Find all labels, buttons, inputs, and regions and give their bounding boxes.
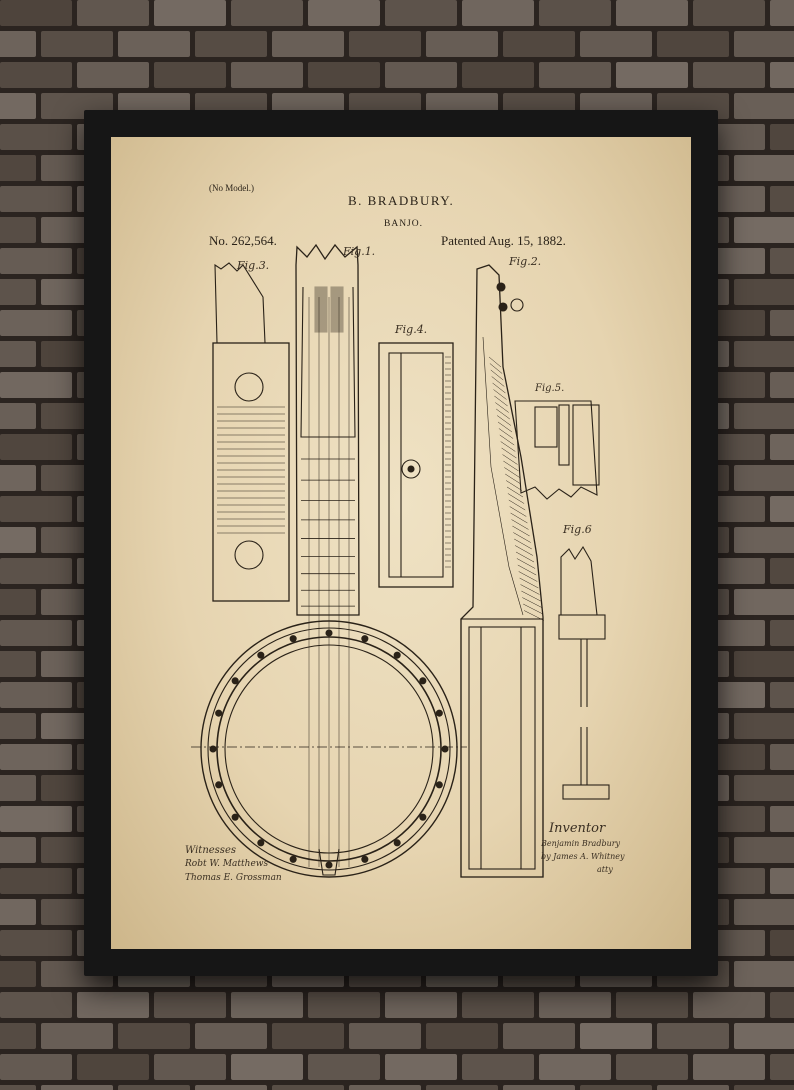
no-model-note: (No Model.) (209, 183, 254, 193)
inventor-signature: Benjamin Bradbury (541, 839, 621, 848)
fig-6-label: Fig.6 (563, 523, 592, 536)
fig-2-banjo-side-section (460, 264, 545, 878)
inventor-label: Inventor (549, 821, 606, 836)
attorney-signature: by James A. Whitney (541, 852, 625, 861)
invention-title: BANJO. (384, 219, 423, 229)
fig-5-label: Fig.5. (535, 383, 565, 394)
fig-4-rim-section (378, 342, 454, 588)
fig-2-label: Fig.2. (509, 255, 542, 268)
fig-3-label: Fig.3. (237, 259, 270, 272)
fig-5-bracket-detail (514, 400, 600, 500)
attorney-abbrev: atty (597, 865, 613, 874)
inventor-heading: B. BRADBURY. (348, 193, 455, 208)
fig-6-hook-detail (558, 545, 610, 800)
fig-1-banjo-front-view (191, 243, 467, 878)
fig-4-label: Fig.4. (395, 323, 428, 336)
fig-1-label: Fig.1. (343, 245, 376, 258)
patent-number: No. 262,564. (209, 233, 277, 248)
patent-date: Patented Aug. 15, 1882. (441, 233, 566, 248)
witness-signature-2: Thomas E. Grossman (185, 873, 282, 883)
fig-3-rim-detail (212, 262, 290, 602)
witnesses-label: Witnesses (185, 845, 236, 856)
banjo-patent-drawing (191, 243, 610, 878)
patent-print: (No Model.) B. BRADBURY. BANJO. No. 262,… (111, 137, 691, 949)
witness-signature-1: Robt W. Matthews (185, 859, 269, 869)
